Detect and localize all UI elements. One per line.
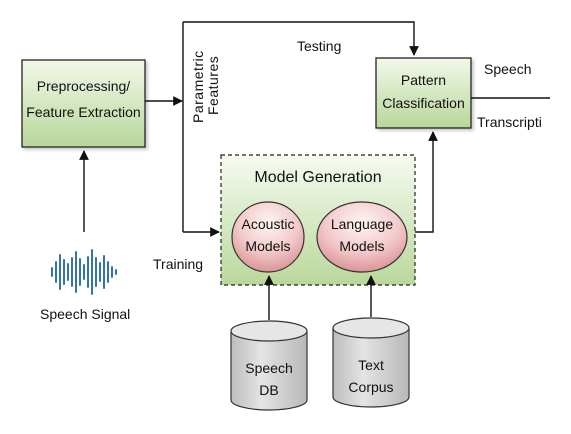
- speech-db-label: Speech DB: [231, 360, 307, 399]
- speech-db-line1: Speech: [245, 360, 293, 376]
- model-generation-title: Model Generation: [254, 169, 382, 186]
- preprocessing-label-line2: Feature Extraction: [26, 103, 141, 120]
- acoustic-label-line1: Acoustic: [241, 216, 295, 232]
- database-cylinder-icon: [332, 317, 410, 408]
- training-label: Training: [153, 256, 204, 272]
- text-corpus-line2: Corpus: [348, 378, 394, 395]
- speech-signal-label: Speech Signal: [40, 306, 131, 322]
- pattern-classification-box: [375, 57, 472, 129]
- pattern-classification-label: Pattern Classification: [376, 72, 471, 112]
- acoustic-models-ellipse: [231, 201, 305, 273]
- text-corpus-line1: Text: [358, 357, 384, 373]
- language-label-line2: Models: [339, 237, 385, 254]
- arrow-models-to-classification: [415, 131, 438, 233]
- waveform-icon: [51, 249, 117, 295]
- testing-label: Testing: [297, 38, 342, 54]
- text-corpus-label: Text Corpus: [333, 357, 409, 396]
- language-label-line1: Language: [330, 216, 394, 232]
- preprocessing-box: [21, 59, 146, 148]
- database-cylinder-icon: [230, 320, 308, 411]
- speech-output-label: Speech: [484, 61, 532, 77]
- pattern-label-line2: Classification: [382, 94, 465, 111]
- speech-db-line2: DB: [259, 381, 279, 398]
- preprocessing-label-line1: Preprocessing/: [36, 78, 131, 94]
- parametric-features-label: Parametric Features: [190, 50, 221, 123]
- testing-path: [183, 21, 419, 56]
- acoustic-models-label: Acoustic Models: [232, 216, 304, 255]
- transcription-output-label: Transcripti: [477, 114, 542, 130]
- acoustic-label-line2: Models: [245, 237, 291, 254]
- language-models-label: Language Models: [317, 216, 407, 255]
- parametric-label-line2: Features: [204, 55, 221, 115]
- pattern-label-line1: Pattern: [400, 72, 447, 88]
- parametric-label-line1: Parametric: [190, 50, 206, 123]
- preprocessing-label: Preprocessing/ Feature Extraction: [22, 78, 145, 121]
- language-models-ellipse: [316, 201, 408, 273]
